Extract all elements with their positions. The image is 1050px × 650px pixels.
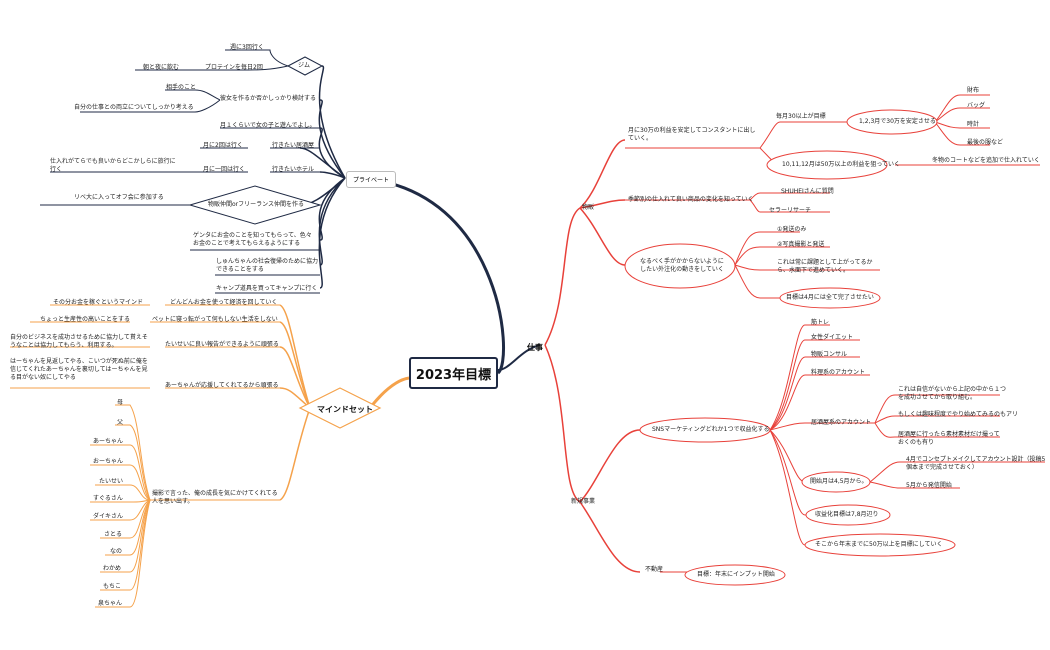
branch-work[interactable]: 仕事 [527,343,543,352]
private-item-8[interactable]: リベ大に入ってオフ会に参加する [74,194,164,201]
season-node[interactable]: 季節別の仕入れて良い商品の変化を知っていく [628,196,754,203]
mindset-note-3[interactable]: 自分のビジネスを成功させるために協力して貰えそうなことは協力してもらう、利用する… [10,334,148,349]
outsource-node[interactable]: なるべく手がかからないようにしたい外注化の動きをしていく [640,258,724,273]
gym-item-1[interactable]: 週に3回行く [230,44,264,51]
monthly-b[interactable]: 10,11,12月は50万以上の利益を狙っていく [782,161,901,168]
mindset-item-2[interactable]: ペットに寝っ転がって何もしない生活をしない [152,316,278,323]
branch-mindset[interactable]: マインドセット [317,405,373,414]
start-sub-1[interactable]: 4月でコンセプトメイクしてアカウント設計（投稿5個本まで完成させておく） [906,456,1046,471]
sns-item-1[interactable]: 筋トレ [811,319,830,326]
realestate-sub[interactable]: 目標：年末にインプット開始 [697,571,775,578]
monthly-a1[interactable]: 1,2,3月で30万を安定させる [859,118,936,125]
izakaya-sub-1[interactable]: これは自信がないから上記の中から１つを成功させてから取り組む。 [898,386,1007,401]
mindset-note-4[interactable]: はーちゃんを見返してやる、こいつが死ぬ前に俺を信じてくれたあーちゃんを裏切しては… [10,358,148,381]
private-item-2[interactable]: 月に2回は行く [203,142,243,149]
person-8[interactable]: さとる [104,531,123,538]
mindset-item-3[interactable]: たいせいに良い報告ができるように頑張る [165,341,279,348]
gym-sub[interactable]: 朝と夜に飲む [143,64,180,71]
mindset-item-5[interactable]: 撮影で言った、俺の成長を気にかけてくれてる人を思い出す。 [152,490,278,505]
outsource-item-4[interactable]: 目標は4月には全て完了させたい [786,294,874,301]
person-6[interactable]: すぐるさん [93,495,123,502]
start-sub-2[interactable]: 5月から発信開始 [906,482,952,489]
private-item-4[interactable]: 月に一回は行く [203,166,246,173]
izakaya-sub-3[interactable]: 居酒屋に行ったら素材素材だけ撮っておくのも有り [898,431,1000,446]
person-4[interactable]: おーちゃん [93,458,124,465]
sns-item-8[interactable]: そこから年末までに50万以上を目標にしていく [815,541,943,548]
person-9[interactable]: なの [110,548,123,555]
monthly-b1[interactable]: 冬物のコートなどを追加で仕入れていく [932,157,1040,164]
sns-item-4[interactable]: 料理系のアカウント [811,369,866,376]
person-7[interactable]: ダイキさん [93,513,124,520]
monthly-a[interactable]: 毎月30以上が目標 [776,113,826,120]
private-item-5[interactable]: 行きたいホテル [272,166,315,173]
central-topic[interactable]: 2023年目標 [409,357,498,389]
person-5[interactable]: たいせい [99,478,124,485]
season-item-1[interactable]: SHUHEIさんに質問 [781,188,834,195]
new-node[interactable]: 新規事業 [571,498,596,505]
sns-item-7[interactable]: 収益化目標は7,8月辺り [815,511,879,518]
monthly-a1-item-4[interactable]: 最後の服など [967,139,1004,146]
realestate-node[interactable]: 不動産 [645,566,664,573]
season-item-2[interactable]: セラーリサーチ [769,207,812,214]
person-2[interactable]: 父 [117,419,124,426]
mindset-note-1[interactable]: その分お金を稼ぐというマインド [53,299,144,306]
outsource-item-1[interactable]: ①発送のみ [777,226,807,233]
outsource-item-2[interactable]: ②写真撮影と発送 [777,241,825,248]
person-11[interactable]: もちこ [103,583,122,590]
private-item-3[interactable]: 行きたい居酒屋 [272,142,315,149]
partner-node[interactable]: 彼女を作るか否かしっかり検討する [220,95,317,102]
person-10[interactable]: わかめ [103,565,122,572]
sns-item-6[interactable]: 開始月は4,5月から。 [810,478,868,485]
private-item-11[interactable]: キャンプ道具を買ってキャンプに行く [216,285,318,292]
sns-node[interactable]: SNSマーケティングどれか1つで収益化する [652,426,770,433]
private-item-10[interactable]: しゅんちゃんの社会復帰のために協力できることをする [216,258,319,273]
mindset-item-1[interactable]: どんどんお金を使って経済を回していく [170,299,278,306]
partner-sub-1[interactable]: 相手のこと [166,84,197,91]
private-item-9[interactable]: ゲンタにお金のことを知ってもらって、色々お金のことで考えてもらえるようにする [193,232,312,247]
outsource-item-3[interactable]: これは常に課題として上がってるから、水面下で進めていく。 [777,259,873,274]
person-1[interactable]: 母 [117,399,124,406]
sns-item-2[interactable]: 女性ダイエット [811,334,853,341]
mindset-item-4[interactable]: あーちゃんが応援してくれてるから頑張る [165,382,279,389]
gym-node[interactable]: ジム [298,62,311,69]
buppan-node[interactable]: 物販 [582,204,595,211]
private-item-1[interactable]: 月１くらいで女の子と遊んでよし。 [220,122,316,129]
private-item-7[interactable]: 物販仲間orフリーランス仲間を作る [208,201,305,208]
monthly-node[interactable]: 月に30万の利益を安定してコンスタントに出していく。 [628,127,756,142]
person-12[interactable]: 泉ちゃん [98,600,123,607]
partner-sub-2[interactable]: 自分の仕事との両立についてしっかり考える [74,104,194,111]
gym-item-2[interactable]: プロテインを毎日2回 [205,64,263,71]
monthly-a1-item-1[interactable]: 財布 [967,87,980,94]
sns-item-5[interactable]: 居酒屋系のアカウント [811,419,872,426]
monthly-a1-item-2[interactable]: バッグ [967,102,986,109]
izakaya-sub-2[interactable]: もしくは趣味程度でやり始めてみるのもアリ [898,411,1019,418]
sns-item-3[interactable]: 物販コンサル [811,351,848,358]
monthly-a1-item-3[interactable]: 時計 [967,121,980,128]
private-item-6[interactable]: 仕入れがてらでも良いからどこかしらに旅行に行く [50,158,176,173]
person-3[interactable]: あーちゃん [93,438,124,445]
branch-private[interactable]: プライベート [346,171,397,188]
mindset-note-2[interactable]: ちょっと生産性の高いことをする [40,316,131,323]
